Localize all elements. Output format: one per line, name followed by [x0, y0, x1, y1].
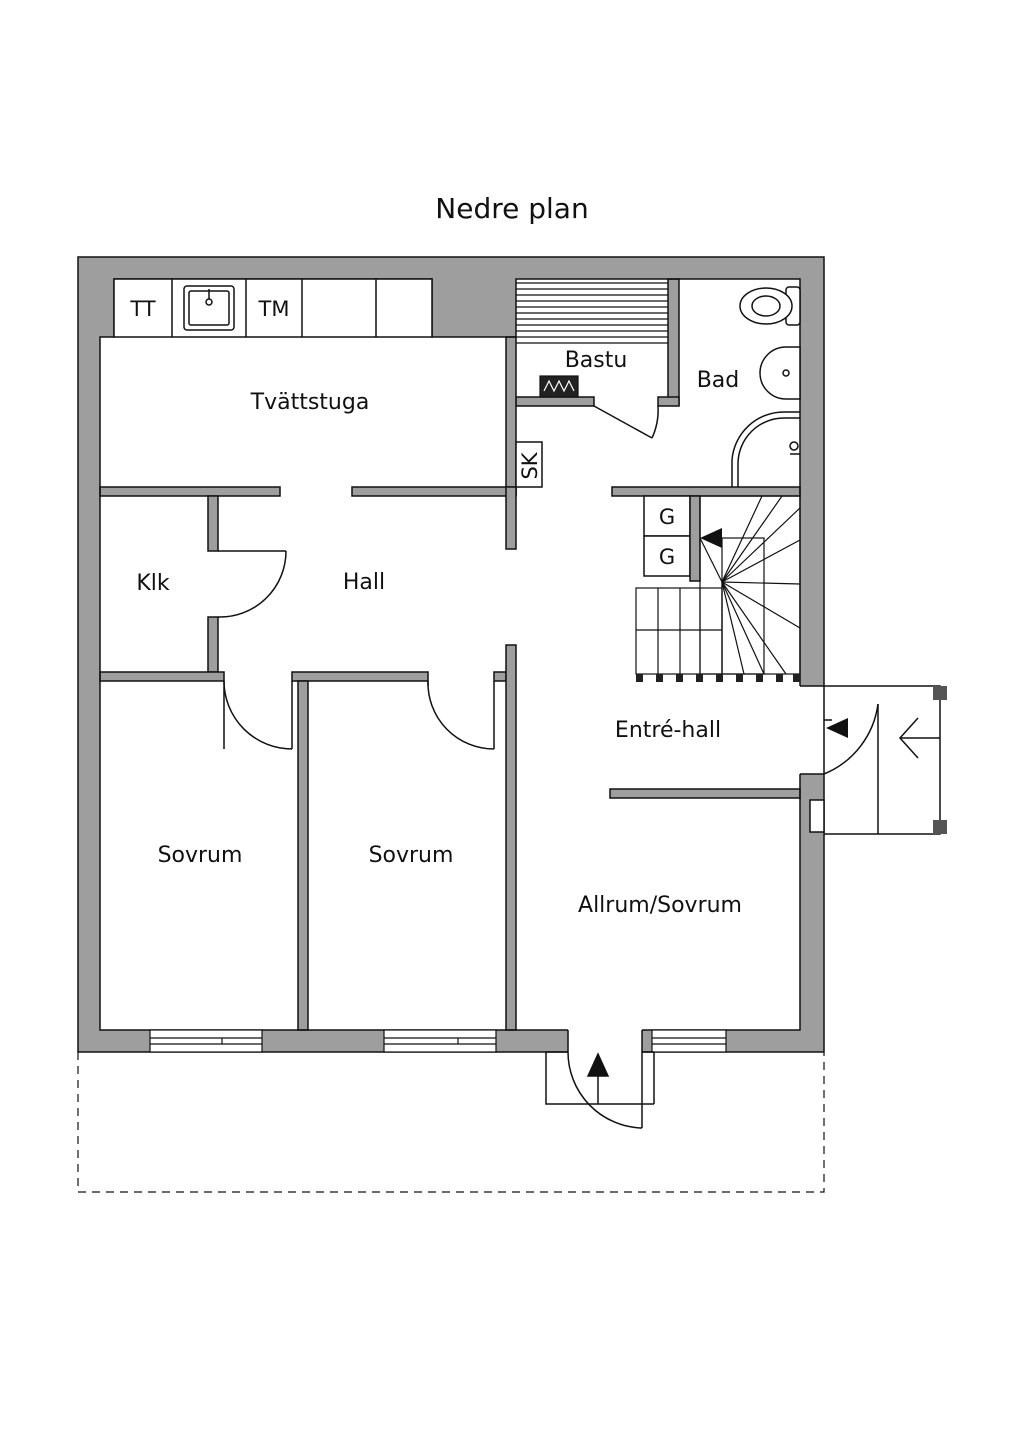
room-label-bastu: Bastu	[565, 348, 628, 373]
bedroom-2-door	[427, 680, 495, 750]
laundry-counter	[113, 278, 433, 338]
plan-title: Nedre plan	[435, 192, 588, 225]
shower-icon	[731, 411, 800, 487]
closet-door	[217, 550, 287, 618]
room-label-hall: Hall	[343, 570, 385, 595]
windows	[149, 1029, 727, 1053]
sink-icon	[183, 285, 235, 331]
closet	[515, 441, 543, 488]
entry-direction-arrow-icon	[898, 717, 940, 759]
room-label-sovrum-2: Sovrum	[369, 843, 454, 868]
entrance-porch	[824, 685, 941, 835]
room-label-entre-hall: Entré-hall	[615, 718, 721, 743]
entrance-opening	[798, 686, 826, 774]
terrace-opening	[568, 1028, 642, 1054]
toilet-icon	[739, 286, 801, 326]
terrace-outline	[77, 1052, 825, 1193]
sauna-heater-icon	[539, 375, 579, 398]
staircase	[635, 495, 801, 675]
stair-direction-arrow-icon	[700, 528, 722, 548]
terrace-door	[545, 1030, 655, 1129]
sauna-bench	[516, 282, 668, 344]
stair-nosings	[636, 674, 800, 682]
room-label-sovrum-1: Sovrum	[158, 843, 243, 868]
room-label-bad: Bad	[697, 368, 740, 393]
entrance-door-arrow-icon	[826, 718, 848, 738]
cabinet-label-1: G	[659, 505, 675, 529]
entrance-step	[809, 799, 825, 833]
terrace-arrow-icon	[586, 1052, 610, 1104]
washbasin-icon	[759, 346, 801, 400]
cabinet-label-2: G	[659, 545, 675, 569]
sauna-door	[593, 405, 659, 439]
room-label-allrum: Allrum/Sovrum	[578, 893, 742, 918]
washing-machine-label: TM	[258, 297, 290, 321]
tumble-dryer-label: TT	[129, 297, 155, 321]
bedroom-1-door	[223, 680, 293, 750]
stair-wall	[689, 495, 701, 582]
cabinets	[643, 495, 691, 577]
room-label-klk: Klk	[136, 571, 170, 596]
porch-posts	[933, 686, 947, 834]
entrance-door	[823, 686, 879, 834]
room-label-tvattstuga: Tvättstuga	[250, 390, 370, 415]
closet-label: SK	[518, 451, 542, 479]
